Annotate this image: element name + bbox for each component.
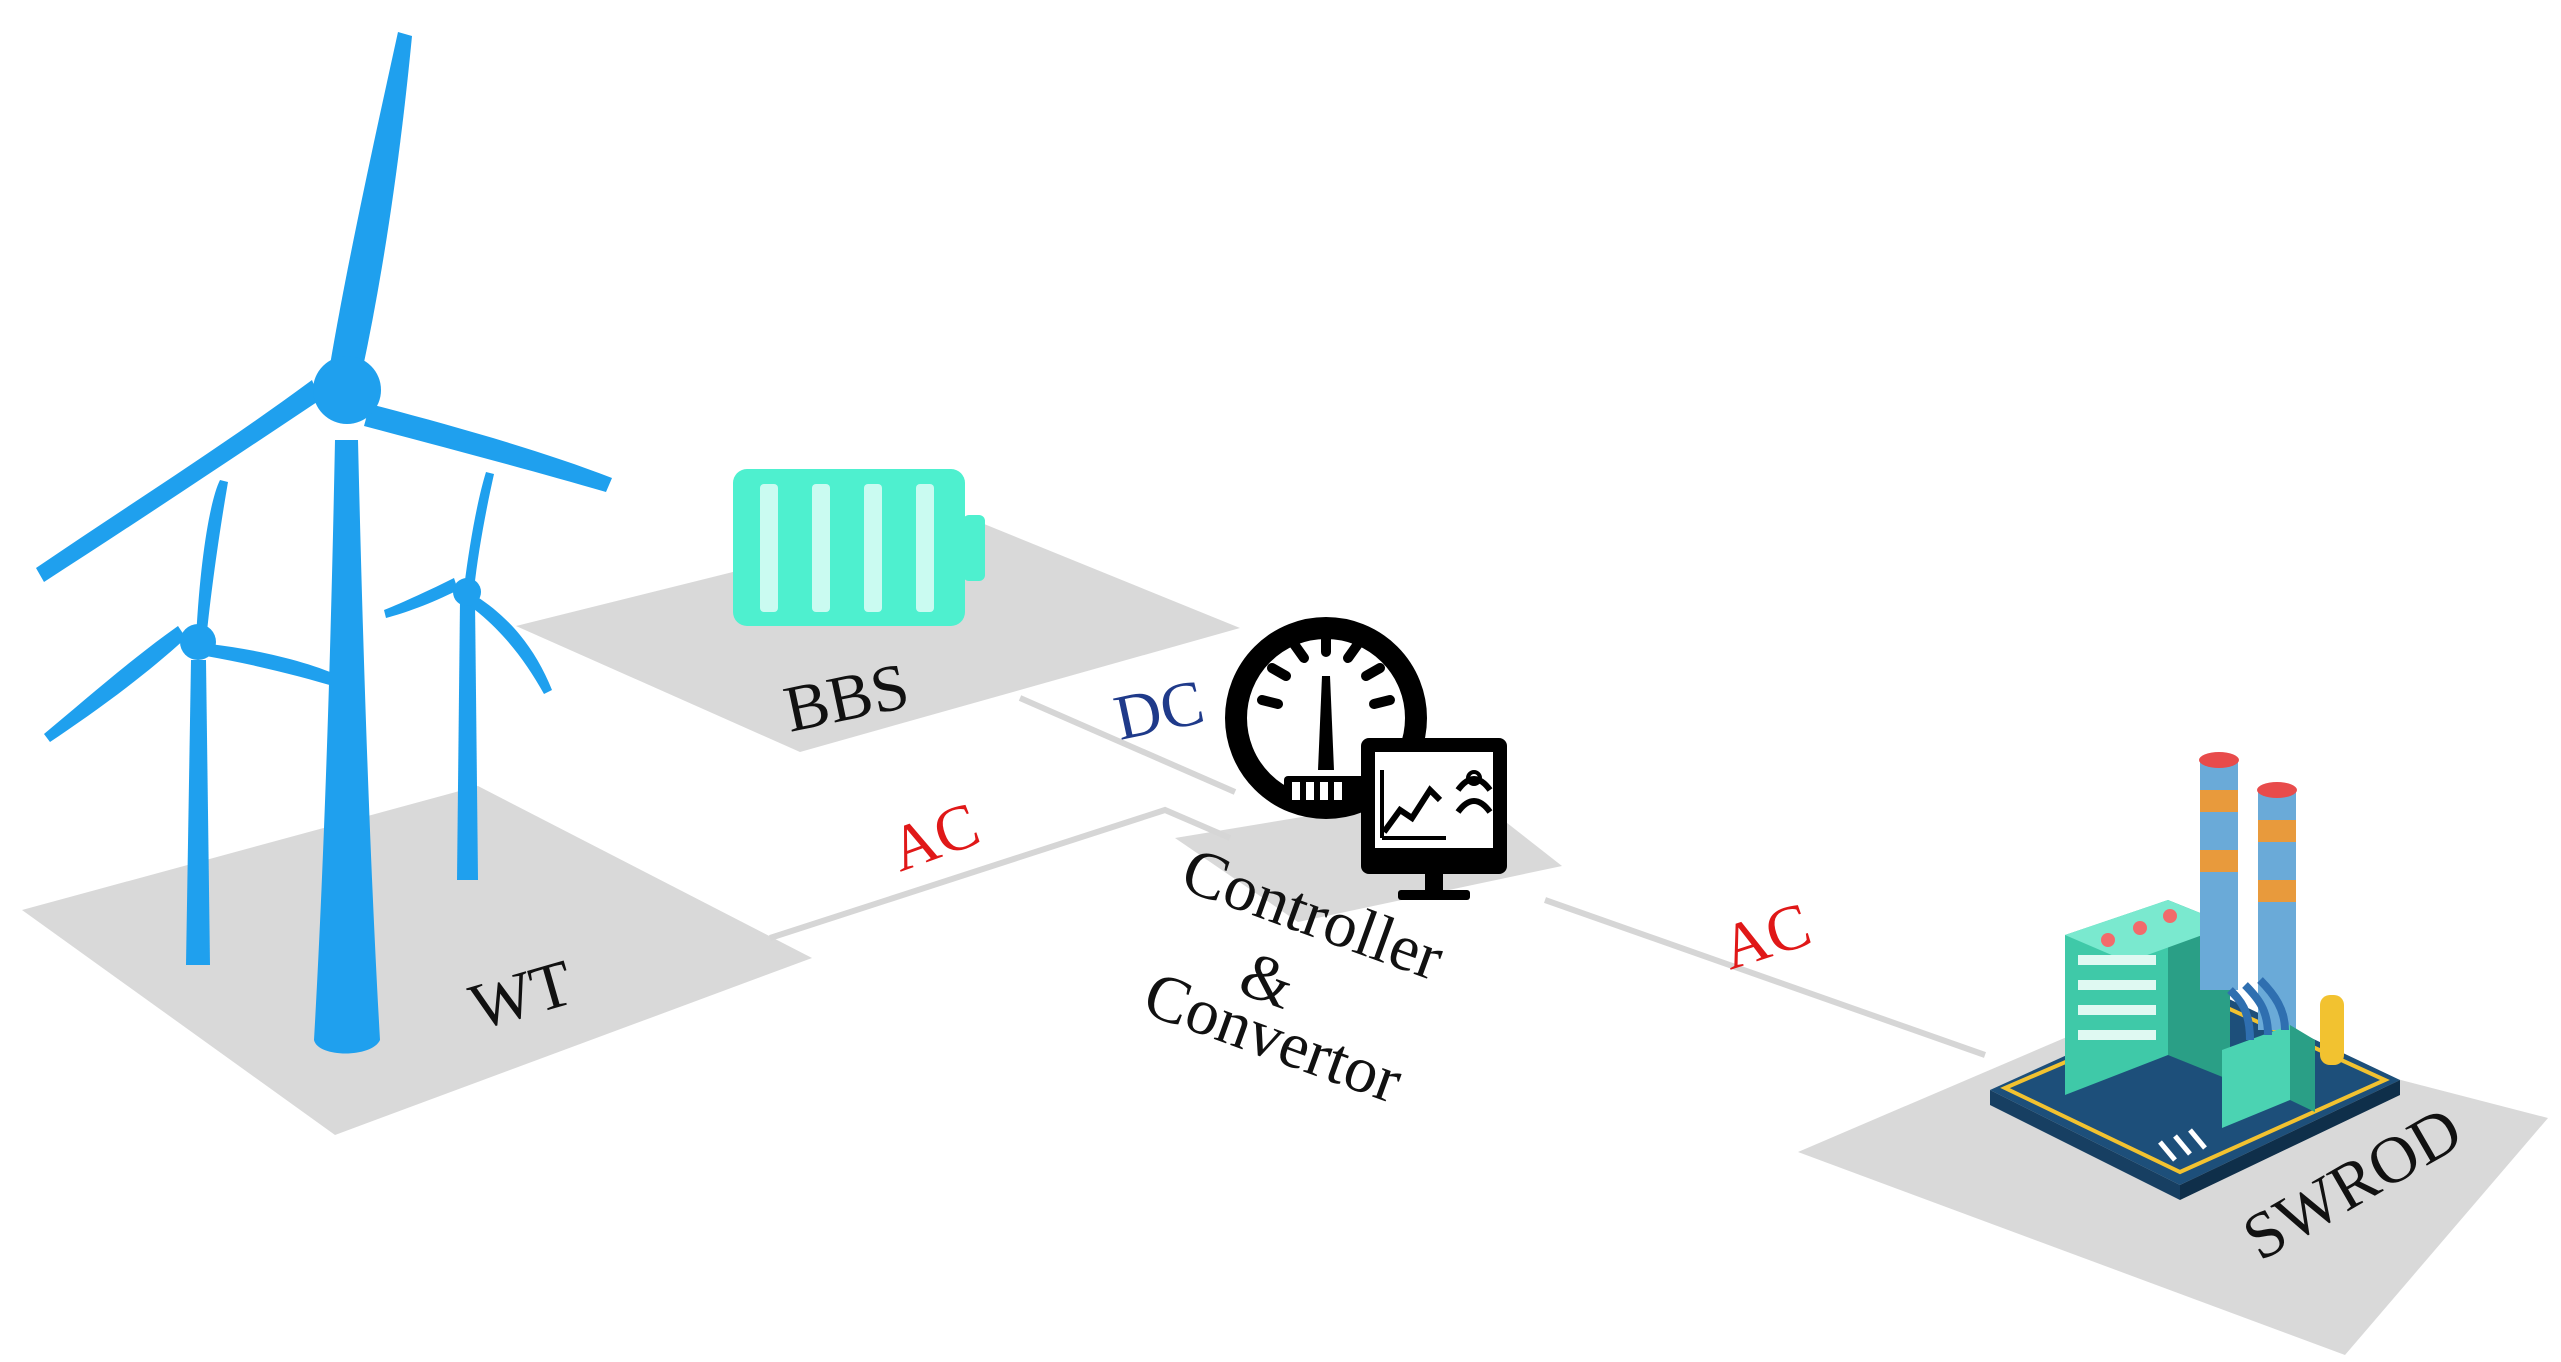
dc-label: DC bbox=[1108, 666, 1210, 754]
monitor-icon bbox=[1361, 738, 1507, 900]
ac-line-wt-controller bbox=[769, 806, 1232, 941]
wt-platform bbox=[22, 786, 812, 1135]
ac-label-right: AC bbox=[1712, 888, 1818, 983]
battery-icon bbox=[733, 469, 985, 626]
wind-turbine-small-left bbox=[44, 480, 344, 965]
ac-line-controller-swrod bbox=[1544, 897, 1986, 1058]
dc-line-bbs-controller bbox=[1018, 695, 1237, 795]
battery-body bbox=[733, 469, 965, 626]
wind-turbine-small-right bbox=[384, 472, 552, 880]
battery-terminal bbox=[963, 515, 985, 581]
connection-lines bbox=[769, 695, 1986, 1058]
factory-icon bbox=[1990, 752, 2400, 1200]
wind-turbine-large bbox=[36, 32, 612, 1054]
wind-turbine-icon bbox=[36, 32, 612, 1054]
bbs-platform bbox=[516, 515, 1240, 752]
